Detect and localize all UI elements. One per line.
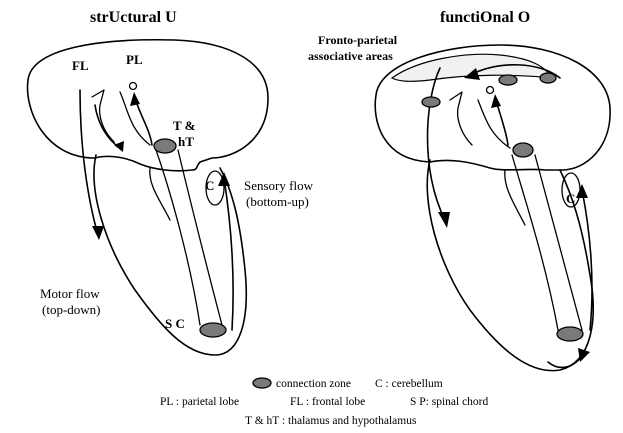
bottom-loop-arrowhead [578,348,590,362]
associative-areas-label-line1: Fronto-parietal [318,33,398,47]
connection-zone-thalamus-functional [513,143,533,157]
descending-arrow-structural [95,105,120,148]
functional-title: functiOnal O [440,9,530,26]
parietal-lobe-label: PL [126,52,143,67]
legend-connection-zone: connection zone [276,378,351,390]
structural-panel: strUctural U FL PL T & hT C [28,9,314,355]
motor-flow-label-line2: (top-down) [42,302,101,317]
legend-cerebellum: C : cerebellum [375,378,443,390]
connection-zone-parietal [499,75,517,85]
motor-flow-label-line1: Motor flow [40,286,100,301]
thalamus-label-line2: hT [178,134,194,149]
connection-zone-spinal-functional [557,327,583,341]
parietal-circle-functional [487,87,494,94]
cortex-outline-structural [28,40,268,171]
legend-connection-zone-icon [253,378,271,388]
legend-thalamus: T & hT : thalamus and hypothalamus [245,415,417,427]
connection-zone-associative [540,73,556,83]
ascending-arrowhead [130,92,140,106]
functional-panel: functiOnal O Fronto-parietal associative… [308,9,610,371]
spinal-cord-label: S C [165,316,185,331]
motor-flow-arrow-functional [428,68,446,220]
thalamus-label-line1: T & [173,118,196,133]
associative-areas-label-line2: associative areas [308,49,393,63]
ascending-arrowhead-functional [491,94,501,108]
frontal-sulcus-functional [450,92,472,145]
connection-zone-frontal [422,97,440,107]
sensory-flow-label-line2: (bottom-up) [246,194,309,209]
legend-parietal-lobe: PL : parietal lobe [160,396,239,408]
motor-arrowhead [92,226,104,240]
stem-wall-structural [150,168,170,220]
cerebellum-label-functional: C [566,191,575,206]
sensory-arrowhead-functional [576,184,588,198]
cerebellum-label-structural: C [205,178,214,193]
spinal-tube-functional [512,155,582,330]
structural-title: strUctural U [90,9,177,26]
motor-arrowhead-functional [438,212,450,228]
legend: connection zone C : cerebellum PL : pari… [160,378,489,427]
frontal-lobe-label: FL [72,58,89,73]
frontal-sulcus-structural [92,90,114,142]
legend-spinal-chord: S P: spinal chord [410,396,489,408]
spinal-tube-structural [156,150,222,325]
ascending-arrow-structural [135,98,152,145]
legend-frontal-lobe: FL : frontal lobe [290,396,365,408]
connection-zone-thalamus [154,139,176,153]
sensory-flow-arrow-structural [224,178,233,330]
sensory-flow-label-line1: Sensory flow [244,178,314,193]
descending-arrowhead [114,141,124,152]
parietal-circle-structural [130,83,137,90]
connection-zone-spinal [200,323,226,337]
stem-wall-functional [505,170,525,225]
